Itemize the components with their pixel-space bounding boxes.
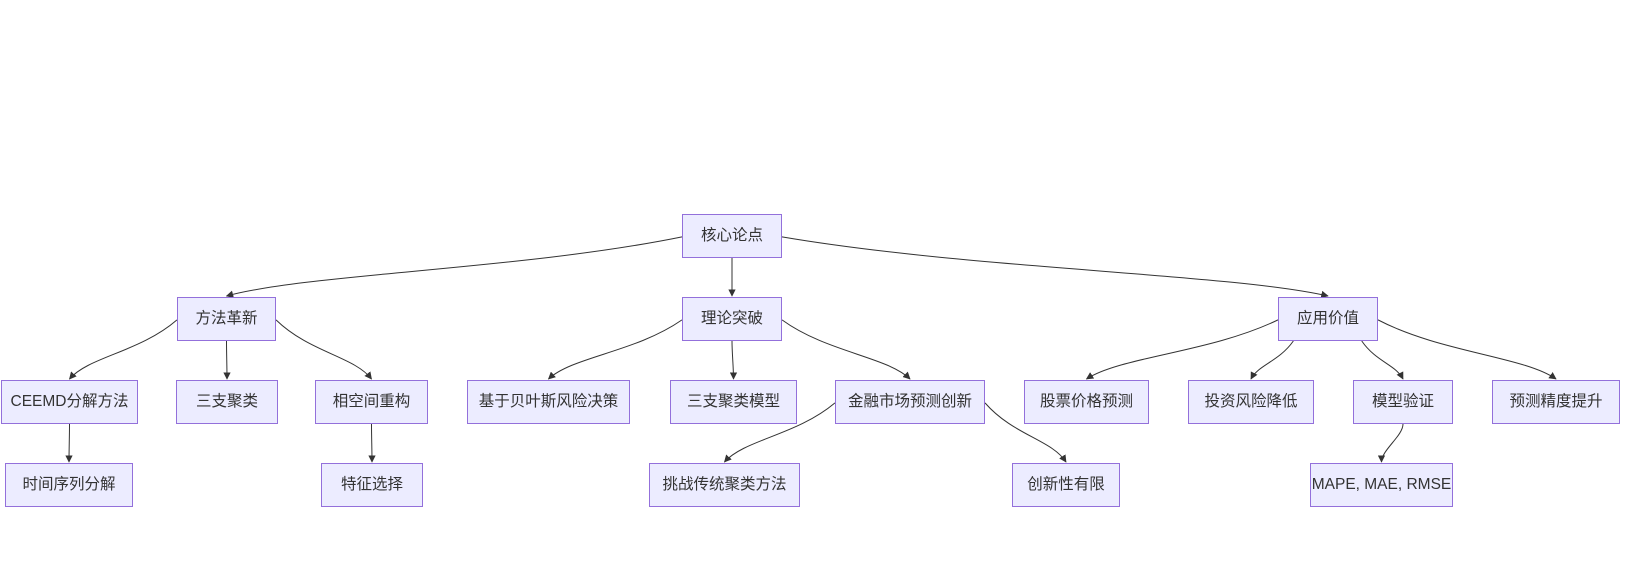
edge-value-to-invest	[1250, 340, 1294, 380]
flowchart-node-time_series: 时间序列分解	[5, 463, 133, 507]
flowchart-node-label: 金融市场预测创新	[847, 392, 972, 410]
flowchart-node-bayes: 基于贝叶斯风险决策	[467, 380, 630, 424]
flowchart-node-label: 理论突破	[700, 309, 763, 327]
flowchart-node-invest: 投资风险降低	[1188, 380, 1314, 424]
flowchart-node-accuracy: 预测精度提升	[1492, 380, 1620, 424]
edge-value-to-stock	[1085, 319, 1279, 380]
flowchart-node-label: 股票价格预测	[1039, 392, 1133, 410]
edge-theory-to-bayes	[547, 319, 683, 380]
flowchart-node-model_validation: 模型验证	[1353, 380, 1453, 424]
edge-ceemd-to-time_series	[65, 423, 73, 463]
edge-theory-to-three_model	[729, 340, 738, 380]
flowchart-node-ceemd: CEEMD分解方法	[1, 380, 138, 424]
flowchart-node-three_clustering: 三支聚类	[176, 380, 278, 424]
edge-value-to-accuracy	[1377, 319, 1557, 380]
flowchart-node-label: 预测精度提升	[1509, 392, 1603, 410]
edge-value-to-model_validation	[1361, 340, 1404, 380]
flowchart-node-phase: 相空间重构	[315, 380, 428, 424]
edge-theory-to-finance	[781, 319, 911, 380]
flowchart-node-label: 方法革新	[195, 309, 258, 327]
flowchart-node-label: 挑战传统聚类方法	[662, 475, 787, 493]
flowchart-node-label: 核心论点	[700, 226, 763, 244]
flowchart-node-label: 模型验证	[1371, 392, 1434, 410]
edge-phase-to-feature	[368, 423, 376, 463]
flowchart-node-mape: MAPE, MAE, RMSE	[1310, 463, 1453, 507]
edge-model_validation-to-mape	[1377, 423, 1404, 463]
flowchart-node-label: 基于贝叶斯风险决策	[478, 392, 619, 410]
flowchart-node-finance: 金融市场预测创新	[835, 380, 985, 424]
flowchart-node-label: 时间序列分解	[22, 475, 116, 493]
flowchart-node-label: 应用价值	[1296, 309, 1359, 327]
flowchart-node-label: 三支聚类模型	[686, 392, 780, 410]
flowchart-node-label: MAPE, MAE, RMSE	[1311, 475, 1452, 493]
edge-finance-to-challenge	[724, 402, 836, 463]
flowchart-node-three_model: 三支聚类模型	[670, 380, 797, 424]
flowchart-node-theory: 理论突破	[682, 297, 782, 341]
flowchart-node-method: 方法革新	[177, 297, 276, 341]
edge-core-to-value	[781, 236, 1329, 299]
flowchart-node-label: 投资风险降低	[1204, 392, 1298, 410]
flowchart-node-label: CEEMD分解方法	[10, 392, 129, 410]
flowchart-node-challenge: 挑战传统聚类方法	[649, 463, 800, 507]
edge-core-to-method	[225, 236, 683, 298]
flowchart-node-value: 应用价值	[1278, 297, 1378, 341]
flowchart-node-label: 特征选择	[340, 475, 403, 493]
flowchart-node-label: 创新性有限	[1027, 475, 1105, 493]
flowchart-node-label: 三支聚类	[195, 392, 258, 410]
edge-method-to-three_clustering	[223, 340, 231, 380]
flowchart-node-stock: 股票价格预测	[1024, 380, 1149, 424]
flowchart-node-core: 核心论点	[682, 214, 782, 258]
flowchart-node-limited: 创新性有限	[1012, 463, 1120, 507]
flowchart-node-label: 相空间重构	[332, 392, 411, 410]
edge-method-to-phase	[275, 319, 372, 380]
flowchart-node-feature: 特征选择	[321, 463, 423, 507]
edge-finance-to-limited	[984, 402, 1067, 463]
edge-method-to-ceemd	[69, 319, 178, 380]
